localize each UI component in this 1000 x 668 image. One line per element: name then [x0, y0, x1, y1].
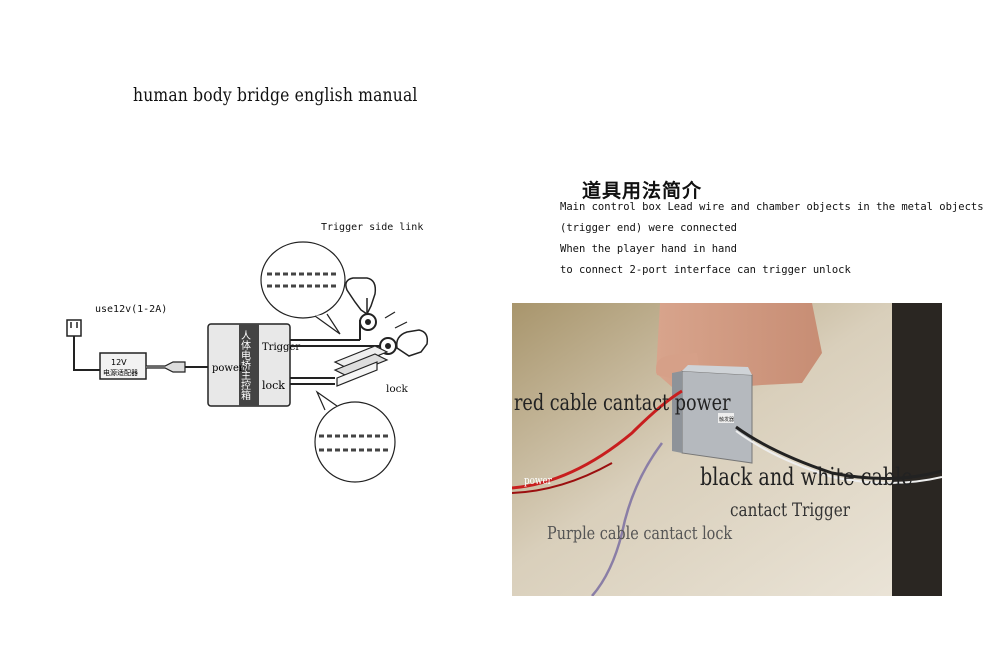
chinese-heading: 道具用法简介 [582, 180, 703, 202]
manual-title: human body bridge english manual [133, 84, 418, 106]
red-cable-label: red cable cantact power [514, 391, 731, 416]
bw-cable-label: black and white cable [700, 463, 913, 491]
black-white-cable [735, 425, 942, 481]
lock-cable-zoom-bubble [314, 390, 396, 483]
red-cable [512, 389, 683, 490]
power-adapter: 12V 电源适配器 [99, 352, 208, 380]
adapter-voltage: 12V [111, 358, 127, 367]
bw-cable-label-2: cantact Trigger [730, 499, 850, 521]
description-line-3: When the player hand in hand [560, 243, 738, 255]
purple-cable [591, 442, 664, 596]
box-trigger-label: Trigger [262, 342, 300, 353]
product-photo: 触发器 red cable cantact power power black … [512, 303, 942, 596]
use12v-label: use12v(1-2A) [95, 304, 168, 315]
description-line-4: to connect 2-port interface can trigger … [560, 264, 851, 276]
main-control-box: 人体电桥主控箱 power Trigger lock [207, 323, 300, 407]
wall-plug-icon [66, 319, 100, 371]
purple-cable-label: Purple cable cantact lock [547, 523, 733, 544]
box-vertical-label: 人体电桥主控箱 [239, 330, 251, 401]
description-line-2: (trigger end) were connected [560, 222, 738, 234]
dark-edge [892, 303, 942, 596]
box-chinese-label: 触发器 [719, 416, 734, 423]
magnetic-lock-icon [333, 345, 389, 387]
wiring-diagram: 12V 电源适配器 人体电桥主控箱 power Trigger lock [66, 241, 429, 483]
hand-icon [395, 329, 429, 357]
trigger-cable-zoom-bubble [260, 241, 346, 335]
lock-label: lock [386, 383, 408, 395]
hand-icon [345, 277, 377, 316]
power-label: power [524, 474, 552, 487]
trigger-box: 触发器 [672, 365, 753, 464]
description-line-1: Main control box Lead wire and chamber o… [560, 201, 984, 213]
box-lock-label: lock [262, 379, 285, 392]
box-power-label: power [212, 363, 244, 374]
trigger-side-link-label: Trigger side link [321, 222, 424, 233]
adapter-subtitle: 电源适配器 [103, 368, 138, 377]
